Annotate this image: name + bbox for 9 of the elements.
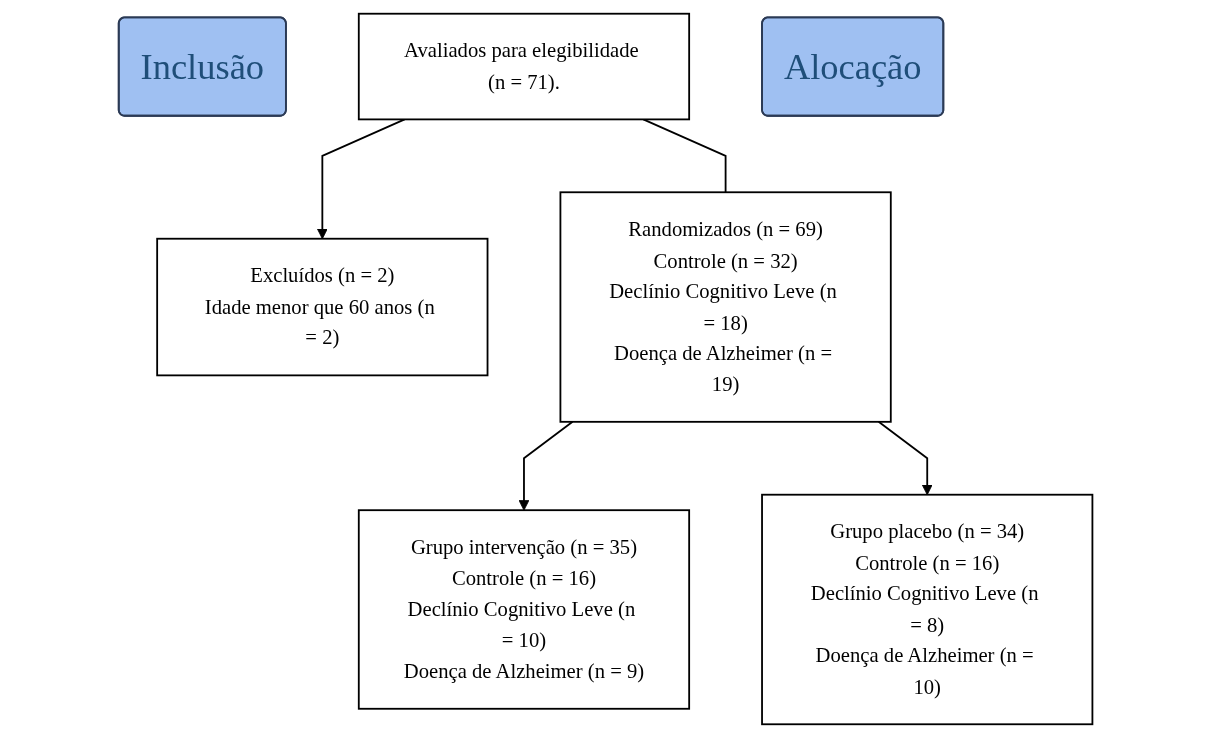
connector [642, 118, 727, 194]
arrow [519, 420, 574, 511]
arrow [317, 118, 406, 240]
node-box: Grupo placebo (n = 34) Controle (n = 16) Declínio Cognitivo Leve (n = 8) Doença de Alzheimer (n = 10) [761, 493, 1094, 726]
node-box: Avaliados para elegibilidade (n = 71). [358, 12, 691, 121]
node-box: Excluídos (n = 2) Idade menor que 60 anos (n = 2) [156, 237, 489, 377]
arrow [878, 420, 933, 496]
node-box: Randomizados (n = 69) Controle (n = 32) Declínio Cognitivo Leve (n = 18) Doença de Alzheimer (n = 19) [559, 191, 893, 423]
node-box: Grupo intervenção (n = 35) Controle (n = 16) Declínio Cognitivo Leve (n = 10) Doença de Alzheimer (n = 9) [358, 509, 691, 710]
